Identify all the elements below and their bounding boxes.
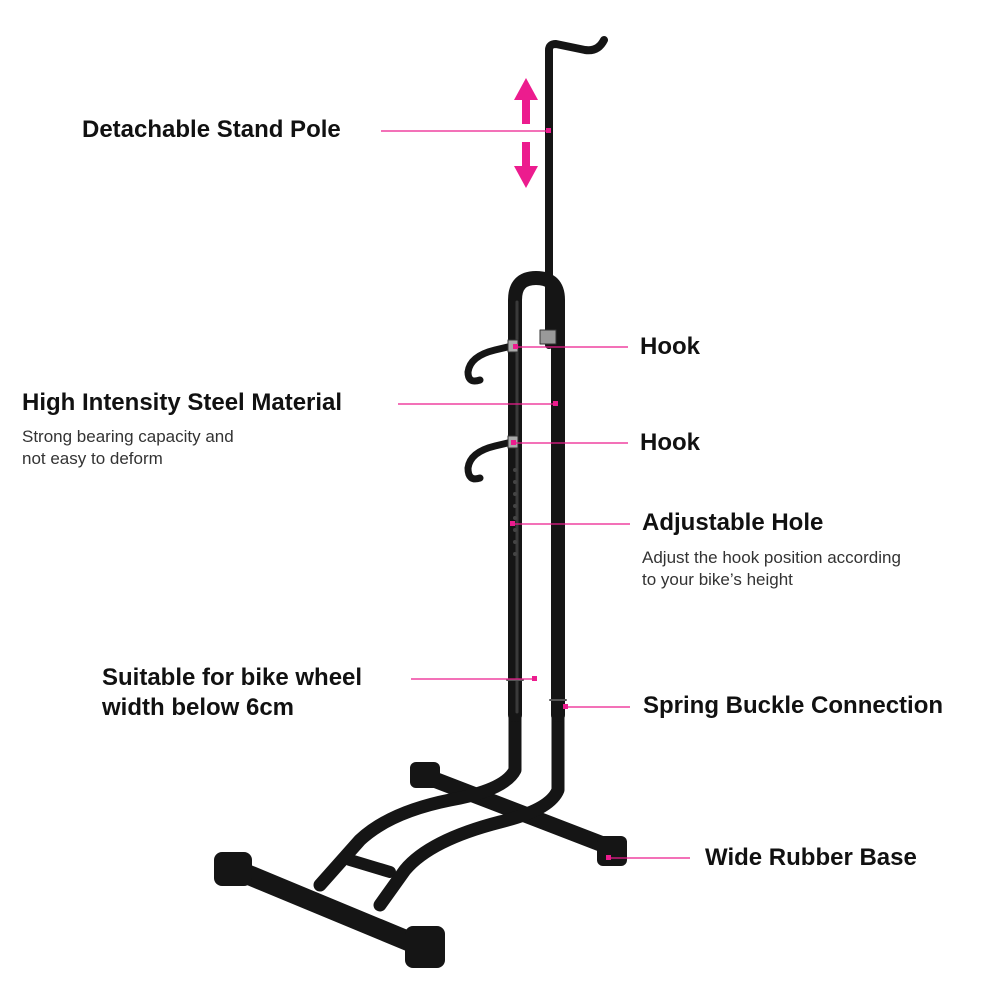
label-wheel-width: Suitable for bike wheel width below 6cm [102,663,362,723]
label-hook-lower: Hook [640,429,700,456]
leader-steel [398,401,558,406]
leader-adjustable-hole [510,521,630,526]
desc-steel-line-2: not easy to deform [22,449,163,468]
leader-lines [381,128,690,860]
leader-hook-upper [513,344,628,349]
label-wide-rubber-base: Wide Rubber Base [705,844,917,871]
label-hook-upper: Hook [640,333,700,360]
leader-spring-buckle [563,704,630,709]
leader-stand-pole [381,128,551,133]
label-spring-buckle: Spring Buckle Connection [643,692,944,719]
label-adjustable-hole: Adjustable Hole [642,509,824,536]
desc-high-intensity-steel: Strong bearing capacity and not easy to … [22,426,234,470]
rubber-foot-front-right [405,926,445,968]
left-leg [313,708,522,892]
desc-adjustable-line-1: Adjust the hook position according [642,548,901,567]
arrow-up-icon [514,78,538,124]
main-frame [508,271,565,722]
leader-hook-lower [511,440,628,445]
label-wheel-width-line-1: Suitable for bike wheel [102,664,363,691]
front-base-bar [222,858,435,958]
bike-stand [214,36,627,968]
stand-pole [545,36,608,349]
desc-steel-line-1: Strong bearing capacity and [22,427,234,446]
rubber-foot-rear-left [410,762,440,788]
upper-hook [464,342,516,385]
lower-hook [464,438,516,483]
cross-bar [344,854,396,878]
label-wheel-width-line-2: width below 6cm [102,694,295,721]
right-leg [373,708,565,912]
adjustable-holes [513,468,517,556]
arrow-down-icon [514,142,538,188]
desc-adjustable-hole: Adjust the hook position according to yo… [642,547,901,591]
label-detachable-stand-pole: Detachable Stand Pole [82,116,341,143]
desc-adjustable-line-2: to your bike’s height [642,570,793,589]
leader-wheel-width [411,676,537,681]
rubber-foot-front-left [214,852,252,886]
label-high-intensity-steel: High Intensity Steel Material [22,389,343,416]
leader-rubber-base [606,855,690,860]
rubber-foot-rear-right [597,836,627,866]
pole-clamp [539,329,557,345]
